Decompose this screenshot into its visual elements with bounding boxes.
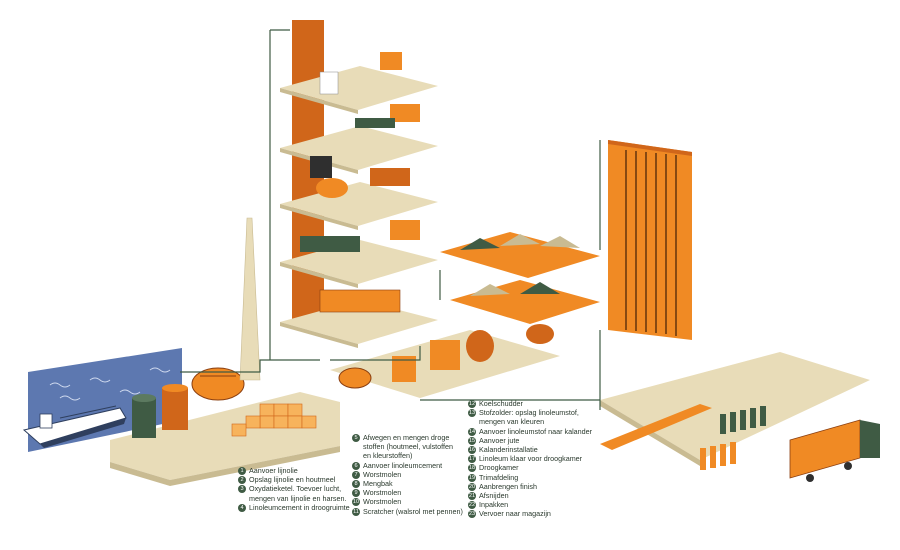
legend-label: Aanvoer lijnolie: [249, 466, 298, 475]
legend-number-badge: 2: [238, 476, 246, 485]
legend-number-badge: 13: [468, 409, 476, 418]
legend-number-badge: 22: [468, 501, 476, 510]
legend-number-badge: 5: [352, 434, 360, 442]
legend-label: Kalanderinstallatie: [479, 445, 538, 455]
legend-number-badge: 1: [238, 467, 246, 475]
tower-building: [280, 20, 438, 348]
oil-tanks: [132, 367, 245, 438]
legend-label: Scratcher (walsrol met pennen): [363, 506, 463, 516]
legend-number-badge: 6: [352, 461, 360, 470]
legend-number-badge: 17: [468, 455, 476, 464]
legend-number-badge: 20: [468, 482, 476, 491]
legend-number-badge: 9: [352, 489, 360, 498]
stof-zolder: [440, 232, 600, 324]
legend-number-badge: 4: [238, 503, 246, 512]
legend-label: Linoleumcement in droogruimte: [249, 502, 350, 512]
legend-number-badge: 15: [468, 436, 476, 445]
legend-number-badge: 10: [352, 498, 360, 507]
legend-label: Vervoer naar magazijn: [479, 509, 551, 519]
drying-tower: [608, 140, 692, 340]
chimney: [239, 217, 261, 381]
pipe-network: [180, 29, 601, 410]
legend-label: Opslag lijnolie en houtmeel: [249, 475, 336, 485]
legend-label: Worstmolen: [363, 488, 402, 498]
legend-label: Stofzolder: opslag linoleumstof, mengen …: [479, 408, 579, 427]
legend-label: Aanbrengen finish: [479, 481, 537, 491]
legend-number-badge: 19: [468, 473, 476, 482]
legend-label: Worstmolen: [363, 497, 402, 507]
legend-number-badge: 12: [468, 400, 476, 408]
truck: [789, 419, 880, 482]
legend-label: Trimafdeling: [479, 472, 519, 482]
legend-number-badge: 18: [468, 464, 476, 473]
legend-number-badge: 3: [238, 485, 246, 494]
legend-number-badge: 8: [352, 480, 360, 489]
legend-label: Mengbak: [363, 479, 393, 489]
legend-number-badge: 23: [468, 510, 476, 519]
legend-number-badge: 16: [468, 446, 476, 455]
legend-label: Afsnijden: [479, 491, 509, 501]
legend-label: Aanvoer jute: [479, 435, 520, 445]
legend-label: Afwegen en mengen droge stoffen (houtmee…: [363, 433, 454, 461]
crates: [231, 403, 317, 437]
legend-label: Oxydatieketel. Toevoer lucht, mengen van…: [249, 484, 347, 503]
legend-label: Inpakken: [479, 500, 509, 510]
legend-label: Droogkamer: [479, 463, 519, 473]
ship: [22, 405, 127, 448]
finishing-hall: [600, 352, 870, 470]
legend-number-badge: 14: [468, 427, 476, 436]
legend-number-badge: 21: [468, 492, 476, 501]
legend-label: Aanvoer linoleumcement: [363, 460, 443, 470]
legend-number-badge: 7: [352, 470, 360, 479]
legend-label: Worstmolen: [363, 469, 402, 479]
legend-label: Koelschudder: [479, 399, 523, 408]
legend-number-badge: 11: [352, 507, 360, 516]
legend-label: Linoleum klaar voor droogkamer: [479, 454, 583, 464]
calander: [330, 324, 560, 398]
legend-label: Aanvoer linoleumstof naar kalander: [479, 426, 593, 436]
water-waves: [49, 367, 171, 401]
